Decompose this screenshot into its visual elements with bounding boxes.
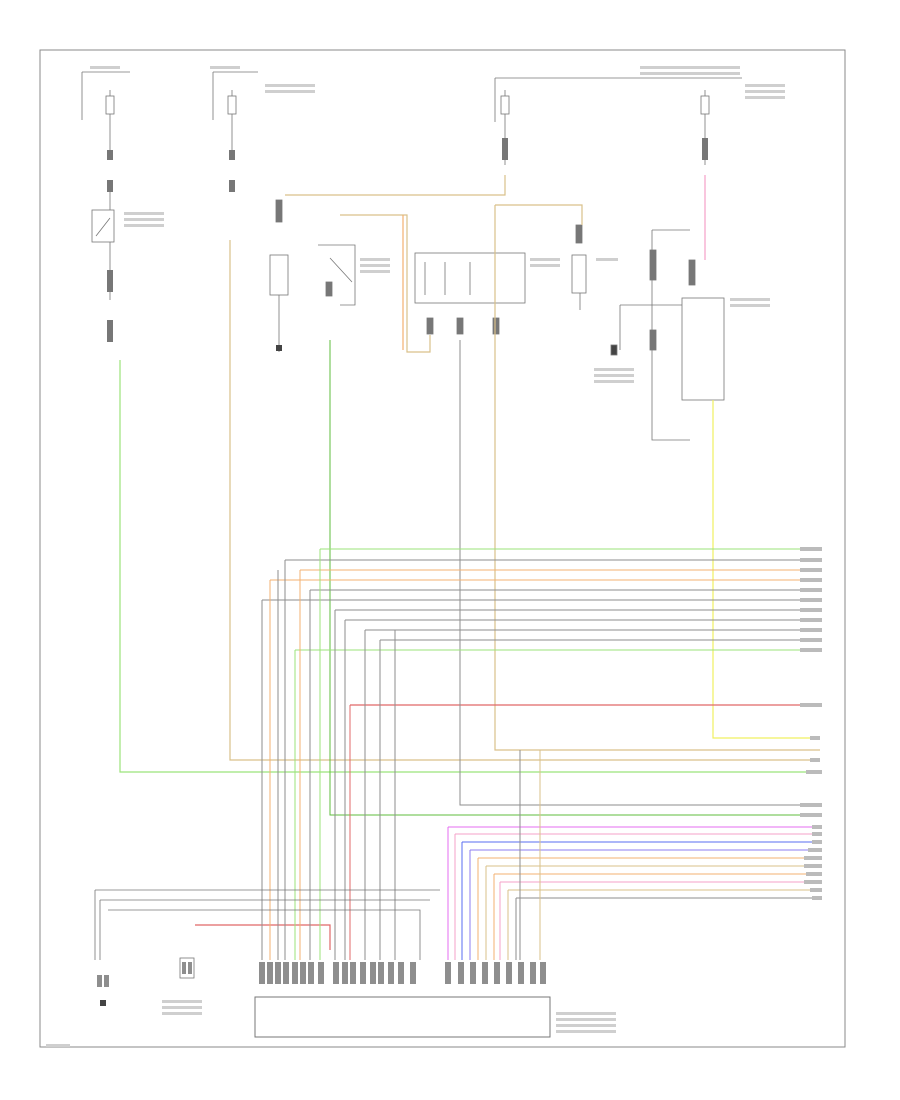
harness-bundle bbox=[262, 548, 820, 651]
control-module-right bbox=[610, 229, 725, 441]
ground-symbol bbox=[276, 345, 282, 351]
connector-pin bbox=[502, 138, 508, 160]
wire-gray-center bbox=[459, 340, 820, 806]
connector-pin bbox=[107, 180, 113, 192]
connector-pin bbox=[702, 138, 708, 160]
switch-left bbox=[91, 192, 115, 300]
connector-pin bbox=[229, 180, 235, 192]
connector-pin bbox=[107, 320, 113, 342]
component-label-marks bbox=[46, 66, 785, 1047]
wire-red bbox=[195, 704, 820, 950]
harness-drops bbox=[261, 549, 396, 960]
wire-green bbox=[119, 360, 820, 773]
wire-yellow bbox=[712, 400, 820, 739]
wire-dkgreen bbox=[329, 340, 820, 816]
connector-pin bbox=[229, 150, 235, 160]
bottom-connector-pins bbox=[97, 962, 546, 987]
relay-left bbox=[269, 199, 356, 352]
connector-pin bbox=[107, 150, 113, 160]
fuse-group-left bbox=[81, 71, 742, 165]
ground-symbol bbox=[100, 1000, 106, 1006]
right-connector-labels bbox=[800, 547, 822, 900]
lower-bundle bbox=[447, 750, 820, 960]
wire-tan bbox=[229, 175, 820, 761]
switch-right bbox=[571, 224, 587, 310]
diagram-frame bbox=[39, 49, 846, 1048]
control-module-bottom bbox=[254, 996, 551, 1038]
connector-pin bbox=[107, 270, 113, 292]
relay-center bbox=[414, 252, 526, 335]
